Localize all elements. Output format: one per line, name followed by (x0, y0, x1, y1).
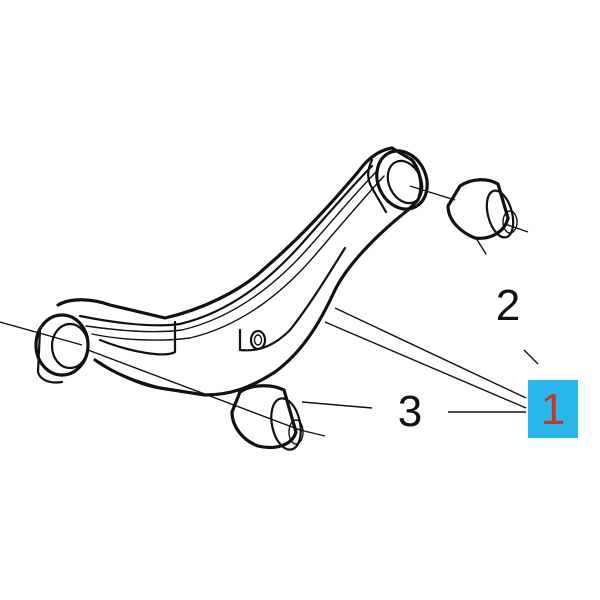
arm-eye-left-side (36, 328, 64, 384)
leader-1a (334, 307, 527, 399)
callout-1-label: 1 (541, 385, 565, 434)
bushing-lower-bore (288, 419, 304, 445)
bushing-upper-bore (502, 210, 518, 234)
arm-eye-right-side (367, 158, 388, 214)
axis-line-lower (87, 349, 301, 431)
leader-1b (324, 321, 527, 409)
arm-hole (249, 329, 267, 351)
bushing-upper-body (446, 178, 510, 240)
leader-lines (301, 307, 539, 413)
axis-line-lower-end (299, 429, 326, 437)
callout-3-label: 3 (398, 387, 422, 436)
control-arm (34, 146, 429, 397)
axis-line-upper (409, 185, 456, 201)
bushing-upper-tab (475, 237, 487, 255)
leader-2 (523, 349, 539, 365)
axis-lines (0, 185, 529, 437)
arm-rib-outer (78, 164, 374, 327)
bushing-lower (230, 384, 304, 451)
arm-lower-flange (98, 320, 177, 356)
arm-lower-edge (99, 361, 176, 391)
arm-hole-inner (253, 334, 263, 346)
callout-1[interactable]: 1 (528, 380, 578, 438)
arm-rib-inner-2 (91, 175, 385, 341)
arm-eye-right-inner (386, 159, 424, 205)
callout-3[interactable]: 3 (398, 387, 422, 436)
axis-line-left (0, 321, 83, 346)
leader-3-left (301, 401, 373, 409)
callout-1-highlight (528, 380, 578, 438)
callout-2[interactable]: 2 (496, 281, 520, 330)
arm-rib-inner-1 (85, 169, 379, 333)
arm-outline (56, 146, 423, 397)
arm-eye-left-inner (50, 322, 90, 370)
arm-web-edge (238, 246, 347, 352)
arm-eye-right-outer (375, 149, 429, 211)
callout-2-label: 2 (496, 281, 520, 330)
bushing-upper (446, 178, 518, 255)
